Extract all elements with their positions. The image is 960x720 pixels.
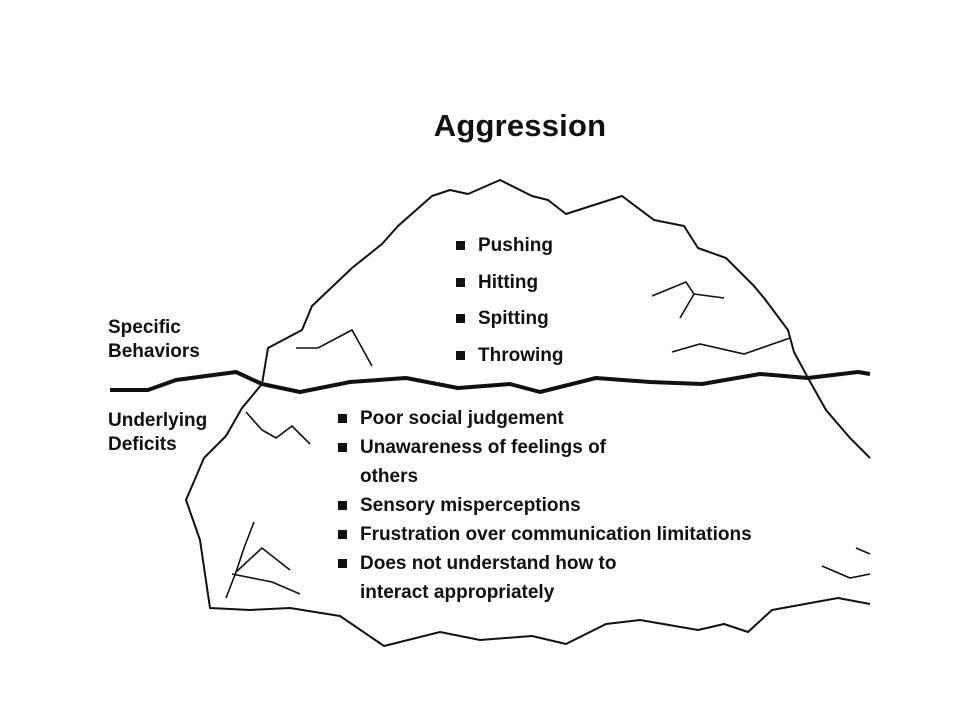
behavior-text: Pushing bbox=[478, 235, 553, 256]
list-item: Hitting bbox=[456, 265, 563, 302]
bullet-square-icon bbox=[338, 559, 347, 568]
crack-line bbox=[855, 547, 871, 555]
iceberg-right-edge bbox=[807, 377, 871, 459]
deficits-list: Poor social judgement Unawareness of fee… bbox=[338, 404, 830, 607]
deficit-text: Does not understand how to interact appr… bbox=[360, 553, 617, 603]
iceberg-bottom-outline bbox=[185, 383, 871, 647]
iceberg-top-outline bbox=[261, 179, 809, 385]
deficit-text: Frustration over communication limitatio… bbox=[360, 524, 752, 545]
crack-line bbox=[225, 521, 255, 599]
deficit-text: Unawareness of feelings of others bbox=[360, 437, 607, 487]
list-item: Spitting bbox=[456, 301, 563, 338]
crack-line bbox=[693, 293, 725, 299]
label-underlying-deficits: Underlying Deficits bbox=[108, 410, 208, 455]
bullet-square-icon bbox=[338, 530, 347, 539]
diagram-title: Aggression bbox=[433, 108, 607, 143]
bullet-square-icon bbox=[456, 241, 465, 250]
list-item: Poor social judgement bbox=[338, 404, 830, 433]
list-item: Frustration over communication limitatio… bbox=[338, 520, 830, 549]
bullet-square-icon bbox=[338, 414, 347, 423]
crack-line bbox=[671, 337, 791, 355]
crack-line bbox=[296, 328, 373, 367]
crack-line bbox=[245, 411, 311, 445]
bullet-square-icon bbox=[456, 314, 465, 323]
behaviors-list: Pushing Hitting Spitting Throwing bbox=[456, 228, 563, 374]
list-item: Sensory misperceptions bbox=[338, 491, 830, 520]
behavior-text: Hitting bbox=[478, 271, 539, 293]
behavior-text: Throwing bbox=[478, 344, 564, 366]
bullet-square-icon bbox=[456, 350, 465, 360]
list-item: Unawareness of feelings of others bbox=[338, 433, 630, 491]
list-item: Pushing bbox=[456, 228, 563, 265]
deficit-text: Poor social judgement bbox=[360, 408, 564, 429]
list-item: Throwing bbox=[456, 338, 563, 375]
label-specific-behaviors: Specific Behaviors bbox=[108, 317, 200, 362]
bullet-square-icon bbox=[338, 501, 347, 510]
crack-line bbox=[651, 281, 695, 319]
bullet-square-icon bbox=[456, 277, 465, 287]
crack-line bbox=[231, 573, 301, 595]
bullet-square-icon bbox=[338, 443, 347, 452]
waterline bbox=[110, 370, 871, 394]
deficit-text: Sensory misperceptions bbox=[360, 495, 581, 516]
behavior-text: Spitting bbox=[478, 308, 549, 329]
list-item: Does not understand how to interact appr… bbox=[338, 549, 660, 607]
crack-line bbox=[821, 565, 871, 579]
crack-line bbox=[235, 546, 291, 573]
